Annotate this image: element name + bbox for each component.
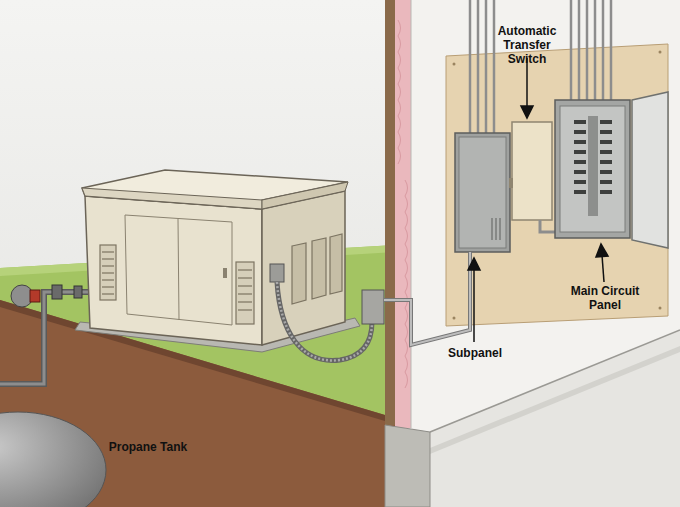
part-label: Propane Tank <box>98 440 198 454</box>
part-label: Subpanel <box>440 346 510 360</box>
part-label: Automatic Transfer Switch <box>485 24 569 66</box>
part-label: Main Circuit Panel <box>562 284 648 312</box>
